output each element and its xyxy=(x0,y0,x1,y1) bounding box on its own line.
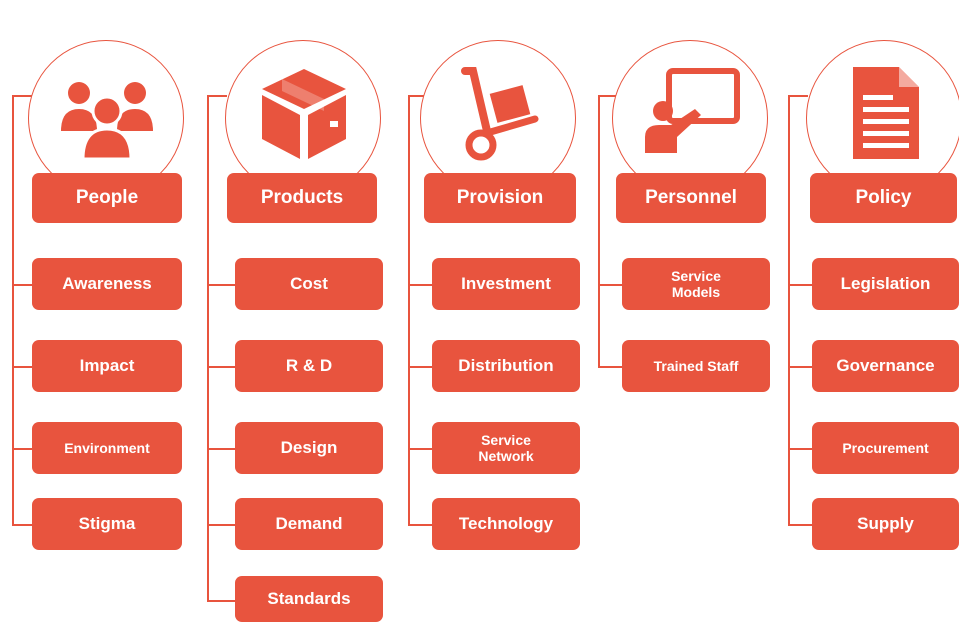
category-provision: Provision xyxy=(424,173,576,223)
icon-circle xyxy=(28,40,184,196)
connector-line xyxy=(207,600,235,602)
connector-line xyxy=(12,284,32,286)
connector-line xyxy=(408,524,432,526)
column-personnel: Personnel Service Models Trained Staff xyxy=(592,0,782,622)
connector-line xyxy=(207,95,227,97)
column-provision: Provision Investment Distribution Servic… xyxy=(398,0,588,622)
column-people: People Awareness Impact Environment Stig… xyxy=(0,0,190,622)
item-distribution: Distribution xyxy=(432,340,580,392)
connector-line xyxy=(788,284,812,286)
connector-line xyxy=(12,366,32,368)
item-awareness: Awareness xyxy=(32,258,182,310)
box-icon xyxy=(262,69,346,159)
people-icon xyxy=(61,82,153,161)
item-r-and-d: R & D xyxy=(235,340,383,392)
item-governance: Governance xyxy=(812,340,959,392)
connector-line xyxy=(598,95,618,97)
connector-line xyxy=(12,95,14,524)
connector-line xyxy=(598,284,622,286)
icon-circle xyxy=(612,40,768,196)
connector-line xyxy=(788,95,808,97)
icon-circle xyxy=(225,40,381,196)
connector-line xyxy=(788,95,790,524)
connector-line xyxy=(598,95,600,366)
item-service-network: Service Network xyxy=(432,422,580,474)
connector-line xyxy=(207,448,235,450)
item-impact: Impact xyxy=(32,340,182,392)
connector-line xyxy=(207,95,209,600)
connector-line xyxy=(598,366,622,368)
item-procurement: Procurement xyxy=(812,422,959,474)
connector-line xyxy=(408,284,432,286)
category-people: People xyxy=(32,173,182,223)
connector-line xyxy=(788,448,812,450)
icon-circle xyxy=(806,40,959,196)
document-icon xyxy=(853,67,919,159)
item-stigma: Stigma xyxy=(32,498,182,550)
item-technology: Technology xyxy=(432,498,580,550)
category-products: Products xyxy=(227,173,377,223)
connector-line xyxy=(788,524,812,526)
item-investment: Investment xyxy=(432,258,580,310)
column-policy: Policy Legislation Governance Procuremen… xyxy=(778,0,959,622)
item-environment: Environment xyxy=(32,422,182,474)
connector-line xyxy=(207,284,235,286)
item-standards: Standards xyxy=(235,576,383,622)
connector-line xyxy=(12,448,32,450)
connector-line xyxy=(408,448,432,450)
column-products: Products Cost R & D Design Demand Standa… xyxy=(195,0,385,622)
connector-line xyxy=(12,524,32,526)
connector-line xyxy=(788,366,812,368)
item-cost: Cost xyxy=(235,258,383,310)
item-demand: Demand xyxy=(235,498,383,550)
hand-truck-icon xyxy=(461,67,539,161)
connector-line xyxy=(12,95,32,97)
item-supply: Supply xyxy=(812,498,959,550)
item-service-models: Service Models xyxy=(622,258,770,310)
icon-circle xyxy=(420,40,576,196)
connector-line xyxy=(408,95,410,524)
category-policy: Policy xyxy=(810,173,957,223)
connector-line xyxy=(408,366,432,368)
presentation-icon xyxy=(645,68,740,153)
connector-line xyxy=(207,366,235,368)
connector-line xyxy=(408,95,428,97)
item-legislation: Legislation xyxy=(812,258,959,310)
item-trained-staff: Trained Staff xyxy=(622,340,770,392)
item-design: Design xyxy=(235,422,383,474)
connector-line xyxy=(207,524,235,526)
category-personnel: Personnel xyxy=(616,173,766,223)
